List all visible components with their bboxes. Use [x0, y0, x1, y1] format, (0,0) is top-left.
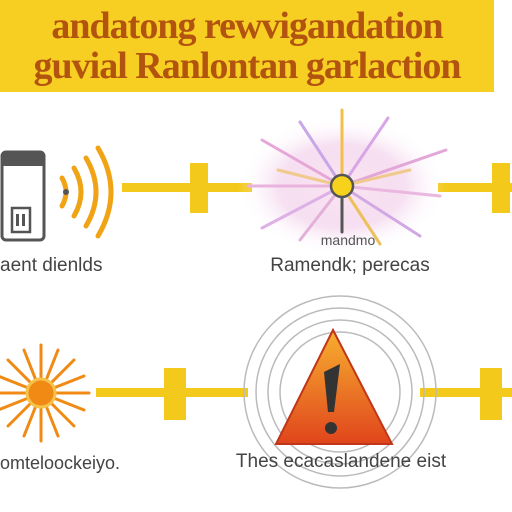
- connector-row1-a: [122, 163, 252, 213]
- caption-burst: Ramendk; perecas: [270, 255, 430, 276]
- title-banner: andatong rewvigandation guvial Ranlontan…: [0, 0, 494, 92]
- connector-row1-b: [438, 163, 512, 213]
- title-line-1: andatong rewvigandation: [51, 5, 443, 47]
- radiation-burst-icon: [237, 108, 448, 256]
- exclamation-icon: [324, 364, 340, 434]
- title-line-2: guvial Ranlontan garlaction: [33, 45, 462, 87]
- signal-waves-icon: [59, 145, 114, 239]
- warning-rings: [243, 295, 437, 489]
- caption-sun: omteloockeiyo.: [0, 453, 121, 473]
- device-icon: [0, 150, 46, 242]
- caption-warning: Thes ecacaslandene eist: [235, 451, 447, 472]
- sun-icon: [0, 343, 91, 443]
- connector-row2-a: [96, 368, 248, 420]
- caption-device: aent dienlds: [0, 255, 103, 276]
- connector-row2-b: [420, 368, 512, 420]
- signal-dot: [63, 189, 69, 195]
- caption-burst-small: mandmo: [320, 232, 376, 248]
